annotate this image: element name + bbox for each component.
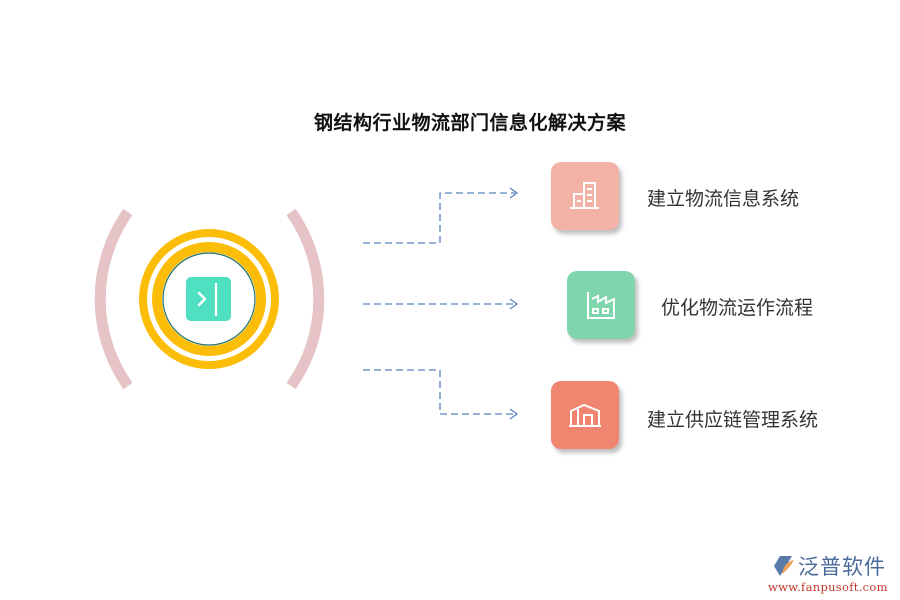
building-icon: [570, 182, 599, 209]
brand-name: 泛普软件: [798, 555, 886, 579]
brand-logo-icon: [774, 556, 794, 576]
inner-ring: [152, 242, 266, 356]
connector-bottom: [363, 369, 515, 415]
left-bracket-arc: [94, 208, 133, 390]
arrowhead-top: [509, 187, 519, 199]
warehouse-icon: [569, 403, 601, 427]
brand-url: www.fanpusoft.com: [768, 580, 888, 594]
item-tile-factory: [567, 271, 635, 339]
sidebar-expand-icon: [186, 277, 231, 321]
item-tile-warehouse: [551, 381, 619, 449]
diagram-title: 钢结构行业物流部门信息化解决方案: [313, 112, 626, 134]
item-label: 建立供应链管理系统: [647, 409, 819, 431]
connector-top: [363, 192, 515, 244]
brand-watermark: 泛普软件 www.fanpusoft.com: [768, 551, 898, 597]
item-label: 建立物流信息系统: [647, 188, 800, 210]
factory-icon: [587, 292, 615, 319]
outer-ring: [139, 229, 279, 369]
arrowhead-bottom: [509, 408, 519, 420]
item-label: 优化物流运作流程: [661, 297, 814, 319]
arrowhead-middle: [509, 298, 519, 310]
item-tile-building: [551, 162, 619, 230]
right-bracket-arc: [286, 208, 325, 390]
